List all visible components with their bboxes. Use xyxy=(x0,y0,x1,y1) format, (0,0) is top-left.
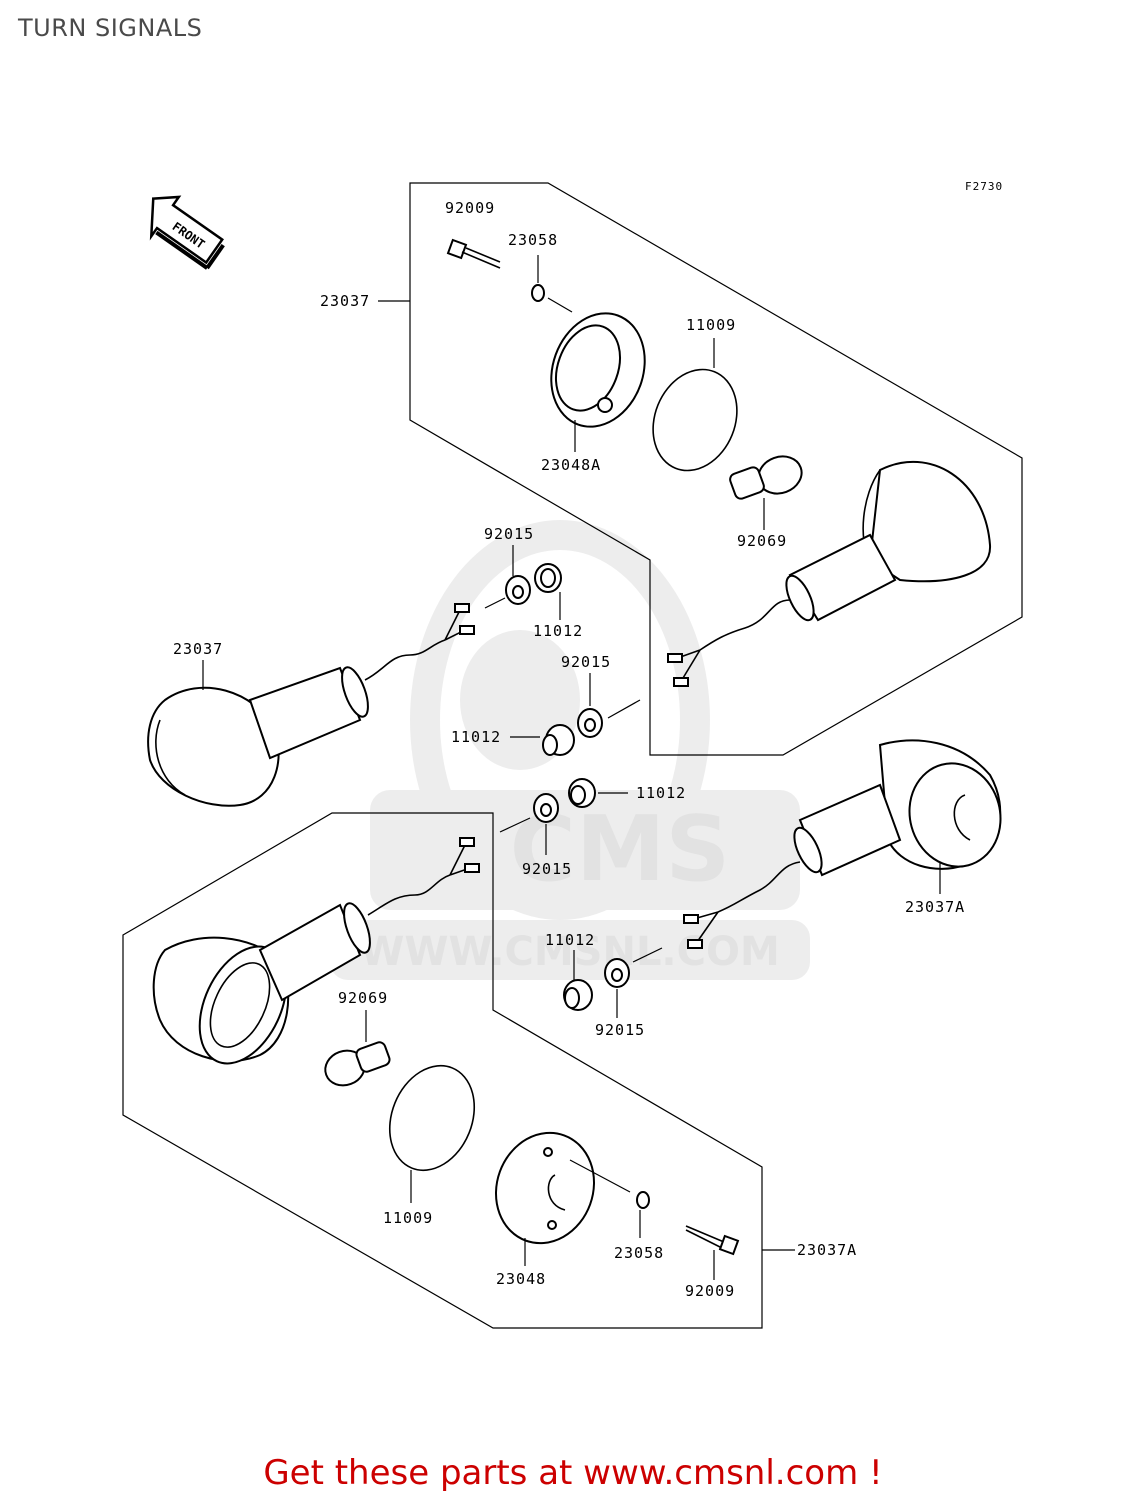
washer-part-upper xyxy=(531,284,545,302)
callout-92009: 92009 xyxy=(445,199,495,217)
page-title: TURN SIGNALS xyxy=(18,14,203,42)
callout-92069: 92069 xyxy=(737,532,787,550)
callout-11009: 11009 xyxy=(383,1209,433,1227)
figure-code: F2730 xyxy=(965,180,1003,193)
callout-92015: 92015 xyxy=(484,525,534,543)
turn-signal-body-right xyxy=(683,739,1002,949)
watermark-url: WWW.CMSNL.COM xyxy=(360,929,780,975)
lens-cover-part-upper xyxy=(550,312,646,428)
washer-part-lower xyxy=(636,1191,650,1209)
callout-23048A: 23048A xyxy=(541,456,601,474)
screw-part-upper xyxy=(446,238,501,269)
bulb-part-upper xyxy=(729,455,803,500)
callout-92015: 92015 xyxy=(522,860,572,878)
o-ring-part-lower xyxy=(388,1064,476,1172)
callout-92015: 92015 xyxy=(561,653,611,671)
callout-23048: 23048 xyxy=(496,1270,546,1288)
nut-part-1 xyxy=(505,575,531,605)
callout-23058: 23058 xyxy=(614,1244,664,1262)
callout-92015: 92015 xyxy=(595,1021,645,1039)
bushing-part-1 xyxy=(534,563,562,593)
bushing-part-4 xyxy=(563,979,593,1011)
assembly-frame-lower xyxy=(122,812,763,1329)
parts-diagram: CMS WWW.CMSNL.COM FRONT F2730 xyxy=(122,180,1023,1329)
callout-23037: 23037 xyxy=(173,640,223,658)
watermark-logo: CMS WWW.CMSNL.COM xyxy=(330,520,810,980)
screw-part-lower xyxy=(685,1225,740,1256)
callout-11012: 11012 xyxy=(636,784,686,802)
bushing-part-3 xyxy=(568,778,596,808)
nut-part-2 xyxy=(577,708,603,738)
footer-cta-link[interactable]: Get these parts at www.cmsnl.com ! xyxy=(263,1453,883,1493)
turn-signal-housing-lower xyxy=(152,837,480,1065)
callout-11009: 11009 xyxy=(686,316,736,334)
callout-11012: 11012 xyxy=(451,728,501,746)
turn-signal-body-upper-right xyxy=(667,460,992,687)
callout-11012: 11012 xyxy=(545,931,595,949)
callout-23037A: 23037A xyxy=(797,1241,857,1259)
callout-11012: 11012 xyxy=(533,622,583,640)
bulb-part-lower xyxy=(324,1041,391,1087)
callout-92009: 92009 xyxy=(685,1282,735,1300)
nut-part-3 xyxy=(533,793,559,823)
lens-cover-part-lower xyxy=(494,1131,596,1245)
callout-23037A: 23037A xyxy=(905,898,965,916)
nut-part-4 xyxy=(604,958,630,988)
front-arrow-icon: FRONT xyxy=(149,195,225,270)
bushing-part-2 xyxy=(542,724,575,756)
callout-23037: 23037 xyxy=(320,292,370,310)
o-ring-part-upper xyxy=(652,368,738,472)
assembly-frame-upper xyxy=(409,182,1023,756)
callout-92069: 92069 xyxy=(338,989,388,1007)
turn-signal-body-left xyxy=(147,603,475,807)
callout-23058: 23058 xyxy=(508,231,558,249)
